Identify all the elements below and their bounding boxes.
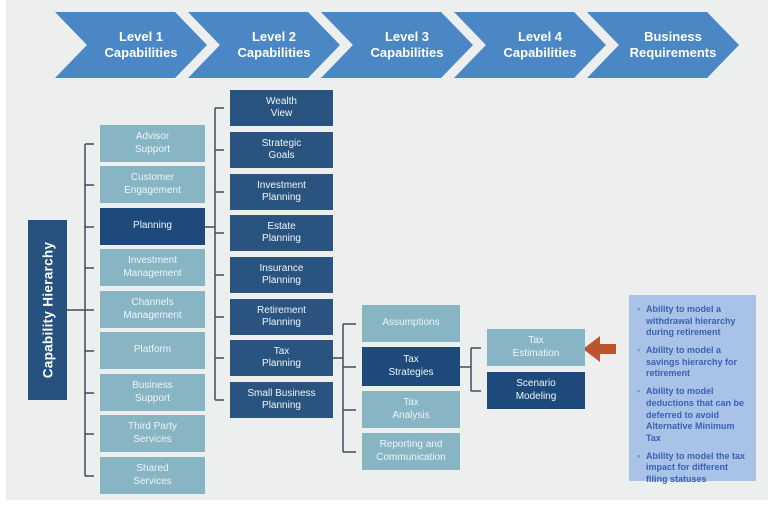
l1-box-third-party-services: Third Party Services xyxy=(100,415,205,452)
l1-box-investment-management: Investment Management xyxy=(100,249,205,286)
business-requirements-panel: Ability to model a withdrawal hierarchy … xyxy=(629,295,756,484)
pipeline-step-label: Level 1 xyxy=(118,29,164,45)
l1-box-platform: Platform xyxy=(100,332,205,369)
pipeline-step-label: Level 4 xyxy=(517,29,563,45)
l3-box-tax-analysis: Tax Analysis xyxy=(362,391,460,428)
l3-box-tax-strategies: Tax Strategies xyxy=(362,347,460,386)
pipeline-step-label: Requirements xyxy=(629,45,717,60)
l4-box-tax-estimation: Tax Estimation xyxy=(487,329,585,366)
pipeline-step-label: Level 2 xyxy=(251,29,297,45)
capability-hierarchy-label: Capability Hierarchy xyxy=(28,220,67,400)
requirements-list: Ability to model a withdrawal hierarchy … xyxy=(637,304,749,486)
pipeline-step-level-2-capabilities: Level 2 Capabilities xyxy=(188,12,340,78)
l2-box-small-business-planning: Small Business Planning xyxy=(230,382,333,418)
requirements-arrow-icon xyxy=(583,336,616,362)
l2-box-investment-planning: Investment Planning xyxy=(230,174,333,210)
pipeline-step-label: Capabilities xyxy=(370,45,444,60)
l1-box-shared-services: Shared Services xyxy=(100,457,205,494)
l1-box-channels-management: Channels Management xyxy=(100,291,205,328)
pipeline-step-label: Capabilities xyxy=(104,45,178,60)
l2-box-wealth-view: Wealth View xyxy=(230,90,333,126)
requirement-item: Ability to model the tax impact for diff… xyxy=(637,451,749,486)
diagram-canvas: Level 1 Capabilities Level 2 Capabilitie… xyxy=(6,0,768,500)
l2-box-insurance-planning: Insurance Planning xyxy=(230,257,333,293)
l1-box-advisor-support: Advisor Support xyxy=(100,125,205,162)
pipeline-step-level-4-capabilities: Level 4 Capabilities xyxy=(454,12,606,78)
l2-box-estate-planning: Estate Planning xyxy=(230,215,333,251)
pipeline-step-label: Level 3 xyxy=(384,29,430,45)
requirement-item: Ability to model a savings hierarchy for… xyxy=(637,345,749,380)
l1-box-business-support: Business Support xyxy=(100,374,205,411)
pipeline-step-label: Business xyxy=(644,29,702,45)
pipeline-step-business-requirements: Business Requirements xyxy=(587,12,739,78)
l4-box-scenario-modeling: Scenario Modeling xyxy=(487,372,585,409)
pipeline-step-label: Capabilities xyxy=(237,45,311,60)
l1-box-customer-engagement: Customer Engagement xyxy=(100,166,205,203)
requirement-item: Ability to model deductions that can be … xyxy=(637,386,749,444)
pipeline-step-level-3-capabilities: Level 3 Capabilities xyxy=(321,12,473,78)
l3-box-assumptions: Assumptions xyxy=(362,305,460,342)
l3-box-reporting-and-communication: Reporting and Communication xyxy=(362,433,460,470)
l1-box-planning: Planning xyxy=(100,208,205,245)
pipeline-step-level-1-capabilities: Level 1 Capabilities xyxy=(55,12,207,78)
l2-box-retirement-planning: Retirement Planning xyxy=(230,299,333,335)
requirement-item: Ability to model a withdrawal hierarchy … xyxy=(637,304,749,339)
capability-hierarchy-text: Capability Hierarchy xyxy=(40,241,55,379)
pipeline-step-label: Capabilities xyxy=(503,45,577,60)
l2-box-strategic-goals: Strategic Goals xyxy=(230,132,333,168)
l2-box-tax-planning: Tax Planning xyxy=(230,340,333,376)
